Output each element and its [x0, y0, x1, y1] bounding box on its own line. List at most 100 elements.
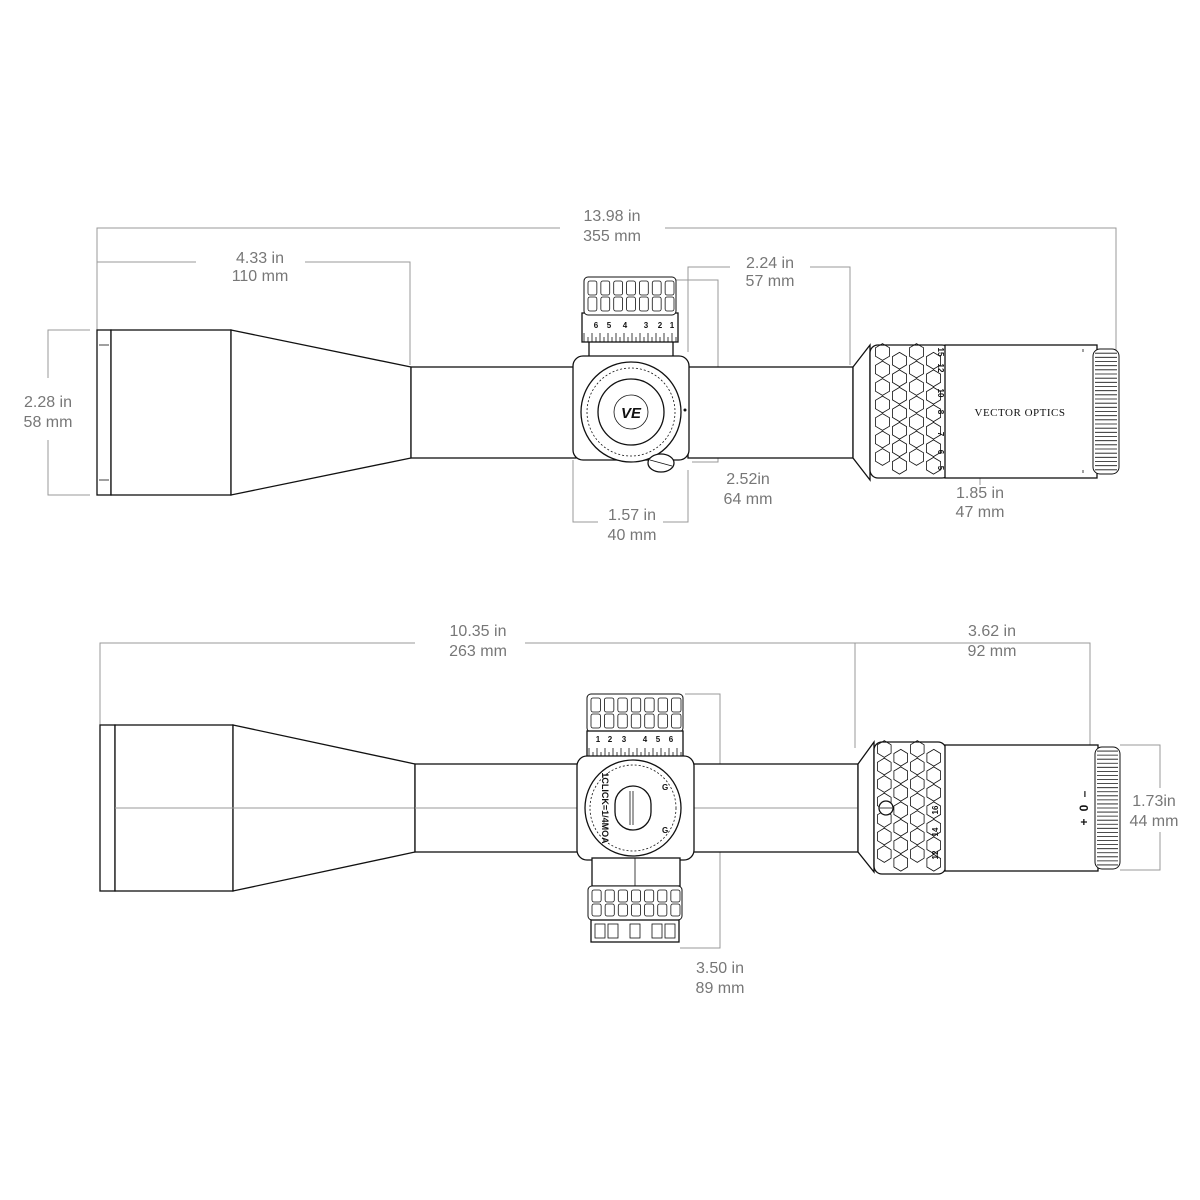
grip-hex — [875, 343, 890, 361]
turret-total-height-mm: 89 mm — [696, 980, 745, 997]
side-dimension-labels: 10.35 in 263 mm 3.62 in 92 mm 1.73in 44 … — [449, 623, 1178, 997]
grip-hex — [926, 853, 941, 872]
knurl-groove — [590, 697, 601, 713]
grip-hex — [892, 456, 907, 475]
knurl-groove — [630, 713, 642, 729]
grip-hex — [926, 351, 941, 370]
grip-hex — [893, 853, 908, 872]
knurl-groove — [617, 697, 628, 713]
magnification-number: 12 — [931, 850, 940, 859]
grip-hex — [909, 413, 924, 431]
knurl-groove — [651, 296, 662, 312]
knurl-groove — [604, 713, 615, 729]
knurl-groove — [657, 697, 668, 713]
grip-hex — [877, 827, 892, 846]
overall-length-in: 13.98 in — [584, 208, 641, 225]
side-eyepiece-length-in: 3.62 in — [968, 623, 1016, 640]
knurl-groove — [613, 280, 623, 296]
objective-length-mm: 110 mm — [232, 268, 289, 285]
eyepiece-length-mm: 57 mm — [746, 273, 795, 290]
grip-hex — [910, 792, 925, 811]
brand-text: VECTOR OPTICS — [975, 407, 1066, 419]
knurl-groove — [671, 697, 682, 713]
turret-number: 4 — [643, 735, 648, 744]
knurl-groove — [644, 903, 655, 917]
grip-hex — [910, 775, 925, 793]
diopter-mark: – — [1077, 790, 1091, 797]
knurl-groove — [671, 713, 682, 729]
knurl-groove — [613, 296, 623, 312]
grip-hex — [926, 439, 941, 458]
knurl-groove — [670, 889, 681, 903]
side-length-in: 10.35 in — [450, 623, 507, 640]
cap-segment — [607, 923, 619, 939]
grip-hex — [926, 421, 941, 440]
magnification-number: 5 — [936, 466, 945, 471]
knurl-groove — [604, 889, 615, 903]
knurl-groove — [626, 280, 636, 296]
knurl-groove — [644, 697, 655, 713]
knurl-groove — [657, 903, 668, 917]
turret-number: 5 — [607, 321, 612, 330]
grip-hex — [926, 836, 941, 855]
grip-hex — [875, 448, 890, 466]
grip-hex — [877, 845, 892, 863]
right-label-icon: G — [662, 783, 668, 792]
turret-number: 2 — [608, 735, 613, 744]
grip-hex — [926, 404, 941, 423]
knurl-groove — [591, 889, 602, 903]
grip-hex — [875, 378, 890, 396]
grip-hex — [926, 748, 941, 767]
eyepiece-length-in: 2.24 in — [746, 255, 794, 272]
knurl-groove — [591, 903, 602, 917]
magnification-number: 14 — [931, 827, 940, 836]
grip-hex — [926, 766, 941, 785]
knurl-groove — [617, 713, 628, 729]
vector-optics-logo-icon: VE — [621, 405, 642, 422]
grip-hex — [875, 430, 890, 449]
grip-hex — [909, 360, 924, 379]
grip-hex — [893, 766, 908, 785]
knurl-groove — [604, 697, 615, 713]
knurl-groove — [651, 280, 662, 296]
grip-hex — [926, 456, 941, 475]
grip-hex — [909, 395, 924, 414]
cap-segment — [664, 923, 676, 939]
knurl-groove — [664, 296, 675, 312]
turret-number: 2 — [658, 321, 663, 330]
magnification-number: 6 — [936, 450, 945, 455]
grip-hex — [893, 801, 908, 820]
grip-hex — [926, 369, 941, 388]
turret-number: 6 — [594, 321, 599, 330]
knurl-groove — [630, 697, 642, 713]
knurl-groove — [631, 903, 641, 917]
side-eyepiece-diameter-mm: 44 mm — [1130, 813, 1179, 830]
grip-hex — [875, 395, 890, 414]
grip-hex — [909, 430, 924, 449]
turret-number: 4 — [623, 321, 628, 330]
side-saddle: 1CLICK=1/4MOA G G — [576, 755, 695, 861]
turret-number: 1 — [596, 735, 601, 744]
grip-hex — [910, 740, 925, 758]
magnification-number: 16 — [931, 805, 940, 814]
grip-hex — [877, 775, 892, 793]
side-length-mm: 263 mm — [449, 643, 507, 660]
knurl-groove — [657, 889, 668, 903]
knurl-groove — [600, 280, 611, 296]
objective-length-in: 4.33 in — [236, 250, 284, 267]
ocular-diameter-mm: 47 mm — [956, 504, 1005, 521]
magnification-number: 7 — [936, 432, 945, 437]
grip-hex — [892, 351, 907, 370]
knurl-groove — [587, 296, 598, 312]
top-tube — [410, 366, 854, 459]
grip-hex — [892, 386, 907, 405]
knurl-groove — [644, 713, 655, 729]
turret-width-in: 1.57 in — [608, 507, 656, 524]
top-objective — [96, 329, 412, 496]
grip-hex — [892, 421, 907, 440]
